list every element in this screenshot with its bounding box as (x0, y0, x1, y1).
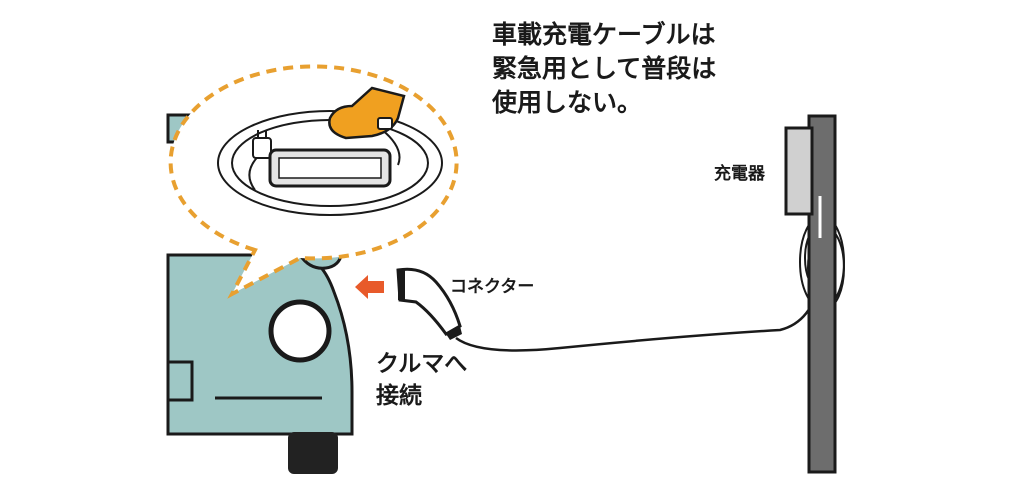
charger-label: 充電器 (714, 164, 765, 184)
wall-plug-icon (252, 130, 272, 159)
charging-cable (455, 279, 822, 352)
cable-usage-note: 車載充電ケーブルは 緊急用として普段は 使用しない。 (492, 18, 716, 120)
note-line-1: 車載充電ケーブルは (492, 20, 716, 49)
car-grille (166, 360, 194, 402)
orange-connector-icon (328, 86, 406, 140)
control-box-icon (268, 148, 392, 188)
charger-unit (784, 126, 814, 216)
connect-to-car-label: クルマへ 接続 (376, 348, 467, 412)
car (166, 113, 354, 474)
car-label-line-2: 接続 (376, 383, 422, 409)
headlight (268, 299, 332, 363)
charger-connector (396, 267, 462, 340)
insert-direction-arrow (355, 275, 384, 299)
tire (288, 432, 338, 474)
car-label-line-1: クルマへ (376, 351, 468, 377)
note-line-2: 緊急用として普段は (492, 54, 717, 83)
note-line-3: 使用しない。 (492, 88, 643, 117)
cable-coil-outer (217, 110, 443, 216)
connector-label: コネクター (450, 277, 535, 297)
